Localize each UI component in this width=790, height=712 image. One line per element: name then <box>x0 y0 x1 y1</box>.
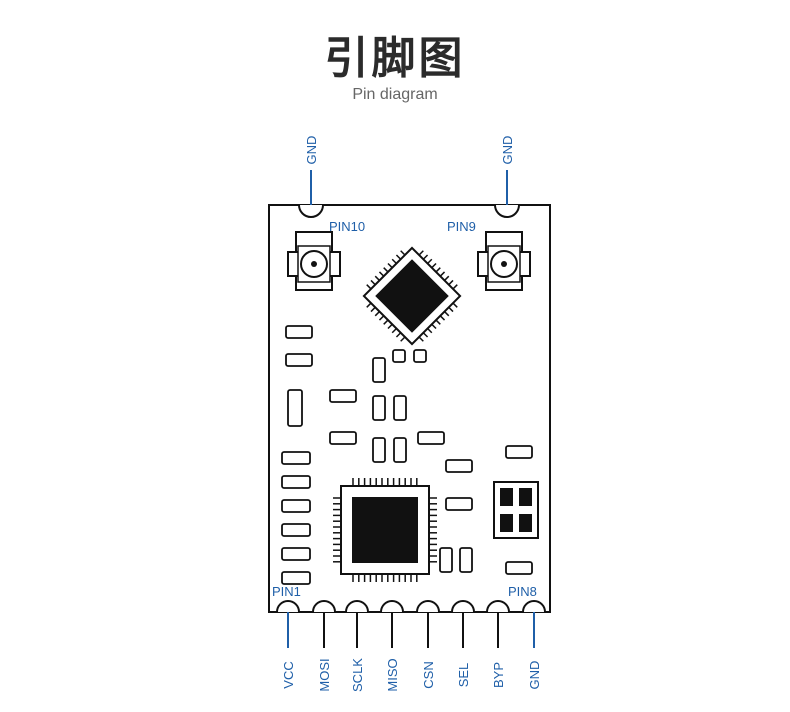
top-pin-name-0: GND <box>304 136 319 165</box>
page-subtitle: Pin diagram <box>352 86 438 103</box>
page-title: 引脚图 <box>324 33 466 84</box>
main-chip <box>333 478 437 582</box>
bottom-pad-7: BYP <box>486 600 510 688</box>
pin-label-pin8: PIN8 <box>508 584 537 599</box>
pin-label-pin1: PIN1 <box>272 584 301 599</box>
pin-label-pin9: PIN9 <box>447 219 476 234</box>
bottom-pin-name-2: MOSI <box>317 658 332 691</box>
bottom-pad-8: GND <box>522 600 546 690</box>
bottom-pin-name-7: BYP <box>491 662 506 688</box>
rotated-chip <box>362 246 462 346</box>
bottom-pad-5: CSN <box>416 600 440 689</box>
bottom-pin-name-3: SCLK <box>350 658 365 692</box>
top-pin-name-1: GND <box>500 136 515 165</box>
bottom-pad-3: SCLK <box>345 600 369 692</box>
bottom-pin-name-8: GND <box>527 661 542 690</box>
bottom-pin-name-6: SEL <box>456 663 471 688</box>
crystal-component <box>493 481 539 539</box>
bottom-pin-name-4: MISO <box>385 658 400 691</box>
bottom-pad-6: SEL <box>451 600 475 688</box>
bottom-pin-name-1: VCC <box>281 661 296 688</box>
passive-components <box>281 325 533 585</box>
bottom-pad-4: MISO <box>380 600 404 692</box>
antenna-connector-right <box>477 231 531 291</box>
bottom-pin-name-5: CSN <box>421 661 436 688</box>
top-pad-pin10 <box>298 170 324 218</box>
antenna-connector-left <box>287 231 341 291</box>
top-pad-pin9 <box>494 170 520 218</box>
bottom-pad-1: VCC <box>276 600 300 689</box>
bottom-pad-2: MOSI <box>312 600 336 692</box>
pin-label-pin10: PIN10 <box>329 219 365 234</box>
